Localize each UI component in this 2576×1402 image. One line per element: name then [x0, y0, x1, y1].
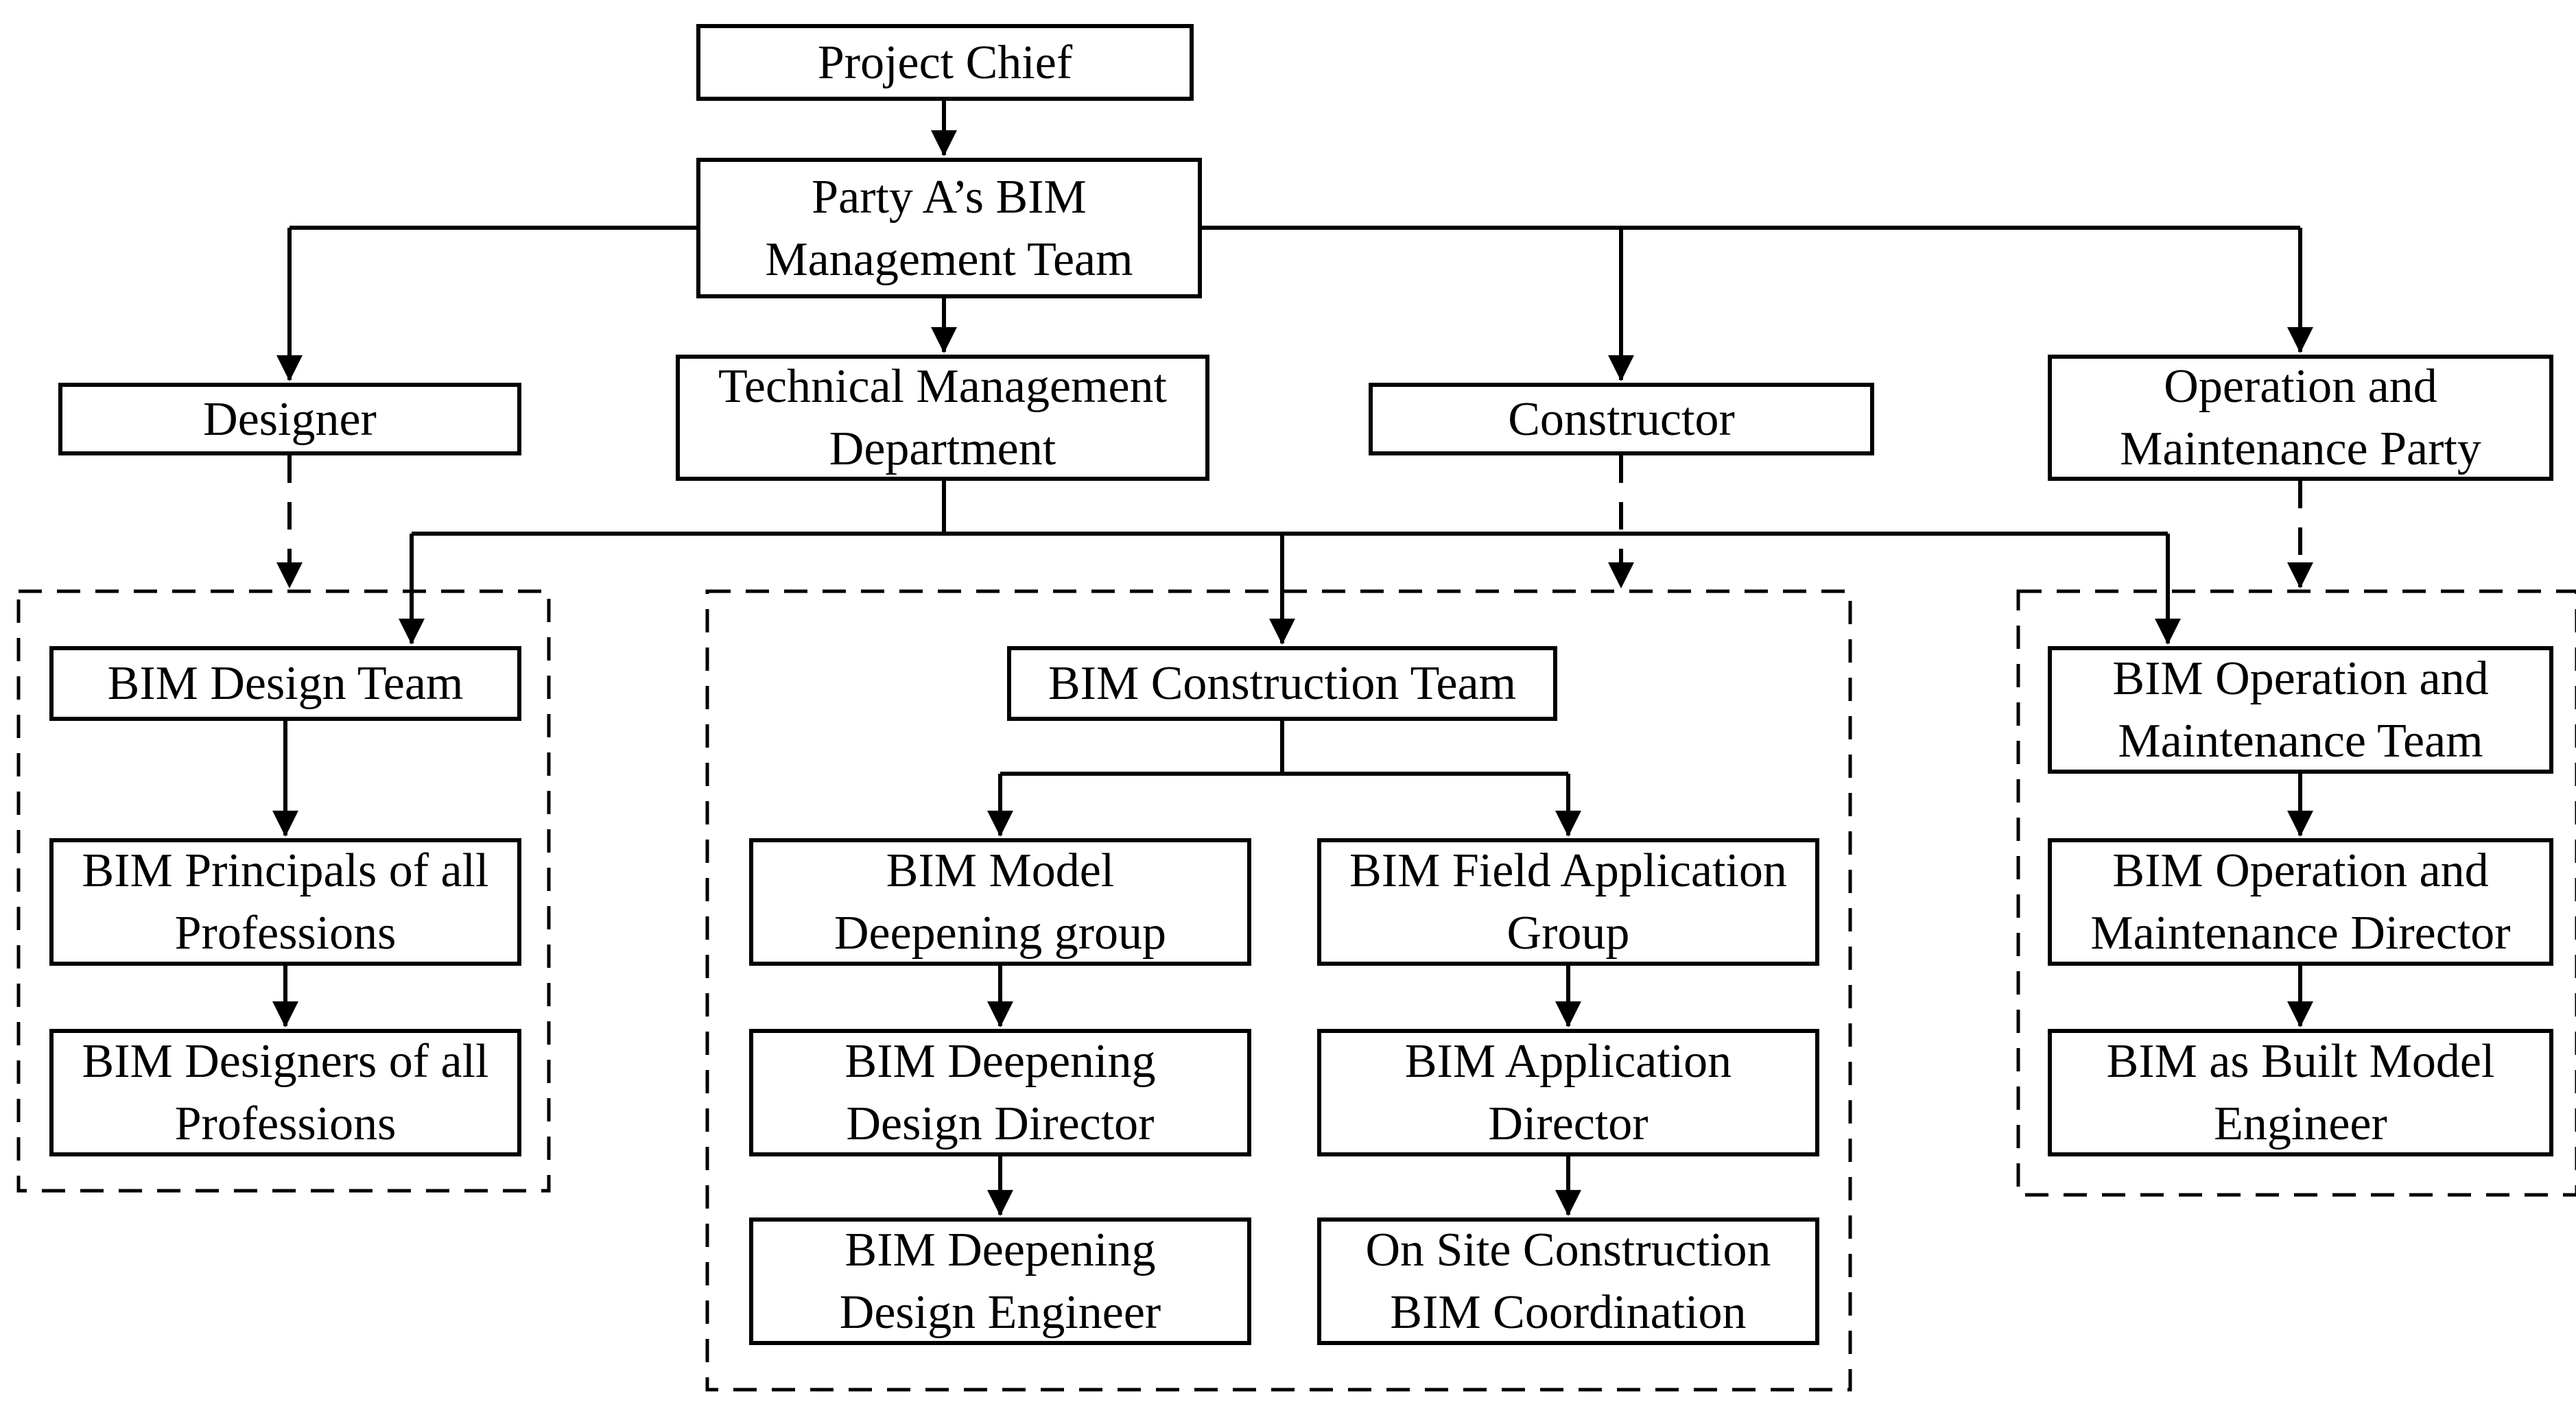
design-group-boundary [16, 589, 551, 1193]
node-bim-field-application-group: BIM Field Application Group [1317, 838, 1819, 966]
node-party-a-bim-management-team: Party A’s BIM Management Team [696, 158, 1202, 298]
node-constructor: Constructor [1369, 383, 1874, 455]
node-designer: Designer [58, 383, 521, 455]
node-bim-operation-and-maintenance-team: BIM Operation and Maintenance Team [2048, 646, 2553, 774]
construction-group-boundary [705, 589, 1852, 1392]
operation-maintenance-group-boundary [2016, 589, 2576, 1197]
node-technical-management-department: Technical Management Department [676, 355, 1209, 481]
node-bim-construction-team: BIM Construction Team [1007, 646, 1557, 721]
node-bim-deepening-design-engineer: BIM Deepening Design Engineer [749, 1217, 1251, 1345]
node-bim-as-built-model-engineer: BIM as Built Model Engineer [2048, 1029, 2553, 1156]
node-bim-deepening-design-director: BIM Deepening Design Director [749, 1029, 1251, 1156]
node-bim-design-team: BIM Design Team [49, 646, 521, 721]
node-on-site-construction-bim-coordination: On Site Construction BIM Coordination [1317, 1217, 1819, 1345]
node-bim-model-deepening-group: BIM Model Deepening group [749, 838, 1251, 966]
node-bim-principals-of-all-professions: BIM Principals of all Professions [49, 838, 521, 966]
node-project-chief: Project Chief [696, 24, 1194, 101]
node-bim-application-director: BIM Application Director [1317, 1029, 1819, 1156]
node-operation-and-maintenance-party: Operation and Maintenance Party [2048, 355, 2553, 481]
node-bim-designers-of-all-professions: BIM Designers of all Professions [49, 1029, 521, 1156]
node-bim-operation-and-maintenance-director: BIM Operation and Maintenance Director [2048, 838, 2553, 966]
